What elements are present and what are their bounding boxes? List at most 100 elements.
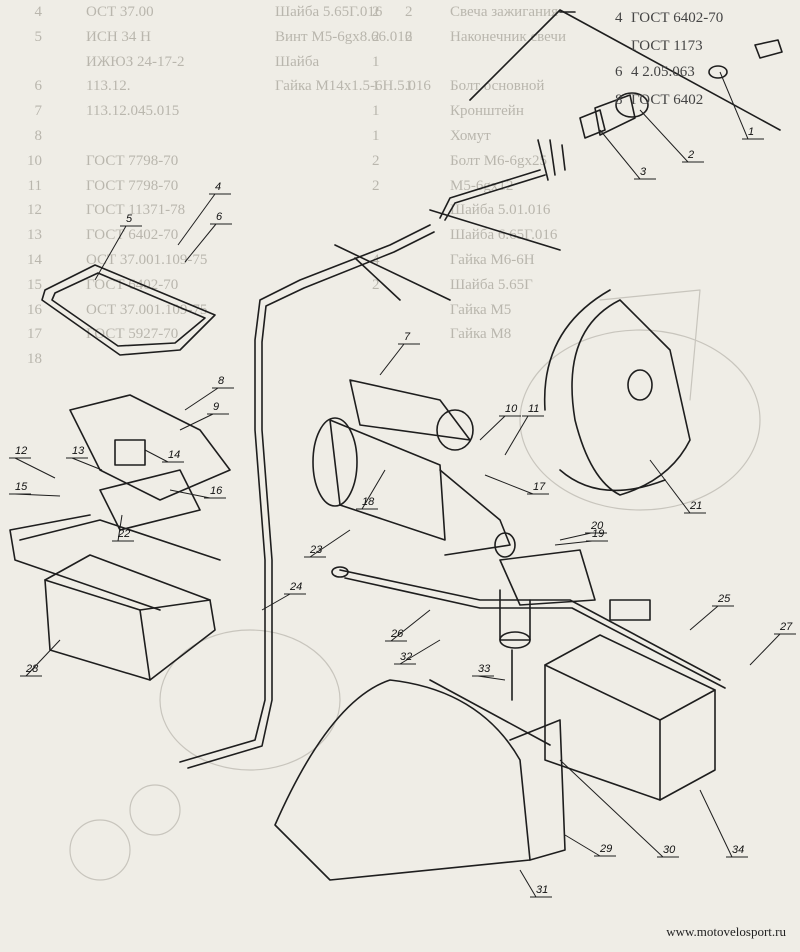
wiring-harness xyxy=(179,169,561,769)
top-table-text: ГОСТ 6402-70 xyxy=(631,10,724,26)
cell-right: Свеча зажигания xyxy=(450,4,558,20)
callout-number-26: 26 xyxy=(390,628,404,640)
relay-cover xyxy=(41,264,216,356)
callout-number-32: 32 xyxy=(400,651,412,663)
cell-designation: ОСТ 37.00 xyxy=(86,4,154,20)
callout-leader xyxy=(379,343,405,376)
cell-designation: ОСТ 37.001.109-75 xyxy=(86,252,208,268)
bracket-assembly xyxy=(9,394,231,611)
table-row: 18 xyxy=(0,351,800,375)
watermark-text: www.motovelosport.ru xyxy=(666,924,786,939)
ignition-switch xyxy=(537,92,649,181)
cell-no: 16 xyxy=(27,301,42,318)
callout-number-24: 24 xyxy=(289,581,302,593)
callout-leader xyxy=(554,540,593,546)
cell-no: 7 xyxy=(34,103,43,120)
cell-no: 11 xyxy=(27,177,42,194)
callout-number-33: 33 xyxy=(478,663,491,675)
cell-no: 5 xyxy=(34,28,43,45)
callout-leader xyxy=(689,605,719,631)
callout-leader xyxy=(719,71,749,140)
cell-designation: ГОСТ 11371-78 xyxy=(86,202,186,219)
callout-number-28: 28 xyxy=(25,663,39,675)
callout-leader xyxy=(649,459,691,514)
callout-number-27: 27 xyxy=(779,621,793,633)
cell-designation: ИСН 34 Н xyxy=(86,28,152,45)
cell-name: Винт М5-6gх8.66.016 xyxy=(275,28,413,45)
battery xyxy=(544,599,716,801)
cell-designation: ГОСТ 7798-70 xyxy=(86,177,179,194)
cell-designation: ИЖЮЗ 24-17-2 xyxy=(86,53,185,70)
callout-number-1: 1 xyxy=(748,126,754,138)
callout-leader xyxy=(184,387,219,411)
callout-leader xyxy=(14,457,56,479)
cell-q1: 2 xyxy=(372,152,380,169)
callout-leader xyxy=(14,493,61,497)
callout-number-30: 30 xyxy=(663,844,676,856)
cell-no: 4 xyxy=(34,4,43,20)
cell-q1: 2 xyxy=(372,276,380,293)
callout-number-6: 6 xyxy=(216,211,223,223)
callout-number-19: 19 xyxy=(592,528,604,540)
callout-leader xyxy=(599,129,641,180)
callout-number-4: 4 xyxy=(215,181,221,193)
cell-right: Гайка М5 xyxy=(450,301,512,318)
callout-leader xyxy=(25,639,61,677)
callout-leader xyxy=(639,109,689,163)
callout-number-14: 14 xyxy=(168,449,180,461)
background-engine-sketch xyxy=(69,289,761,881)
cell-no: 13 xyxy=(27,227,42,244)
callout-leader xyxy=(144,449,169,463)
cell-designation: ГОСТ 5927-70 xyxy=(86,326,179,343)
callout-number-7: 7 xyxy=(404,331,411,343)
callout-number-22: 22 xyxy=(117,528,130,540)
top-table-qty: 8 xyxy=(615,92,623,108)
cell-q1: 1 xyxy=(372,53,380,70)
cell-right: Шайба 5.01.016 xyxy=(450,202,551,219)
callout-leader xyxy=(179,413,214,431)
cell-designation: ГОСТ 7798-70 xyxy=(86,152,179,169)
callout-leader xyxy=(390,609,431,642)
callout-leader xyxy=(184,223,217,263)
callout-leader xyxy=(504,415,529,456)
cell-q1: 2 xyxy=(372,4,380,20)
callout-leader xyxy=(261,593,291,611)
callout-number-12: 12 xyxy=(15,445,27,457)
callout-number-34: 34 xyxy=(732,844,744,856)
callout-number-11: 11 xyxy=(528,403,539,415)
callout-leader xyxy=(177,193,216,246)
cell-designation: ГОСТ 6402-70 xyxy=(86,276,179,293)
callout-number-2: 2 xyxy=(687,149,694,161)
starter-motor xyxy=(312,379,516,558)
top-table-qty: 6 xyxy=(615,64,623,80)
callout-number-5: 5 xyxy=(126,213,133,225)
cell-name: Шайба xyxy=(275,53,320,70)
callout-number-13: 13 xyxy=(72,445,85,457)
cell-no: 6 xyxy=(34,78,43,95)
callout-number-9: 9 xyxy=(213,401,219,413)
cell-right: Гайка М6-6Н xyxy=(450,252,535,268)
callout-leader xyxy=(94,225,127,281)
callout-leader xyxy=(361,469,386,510)
cell-right: Шайба 6.65Г.016 xyxy=(450,227,558,244)
cell-no: 12 xyxy=(27,202,42,219)
cell-designation: 113.12.045.015 xyxy=(86,103,180,120)
cell-no: 15 xyxy=(27,276,42,293)
callout-leader xyxy=(117,514,123,542)
frame-and-seat xyxy=(274,679,566,881)
cell-name: Гайка М14х1.5-6Н.5.016 xyxy=(275,78,431,95)
top-table-row: ГОСТ 1173 xyxy=(615,38,703,55)
cell-right: Хомут xyxy=(450,128,491,144)
callout-leader xyxy=(699,789,733,858)
spark-plug-wire xyxy=(469,9,781,131)
callout-leader xyxy=(484,474,534,495)
relay-bracket xyxy=(499,549,596,701)
